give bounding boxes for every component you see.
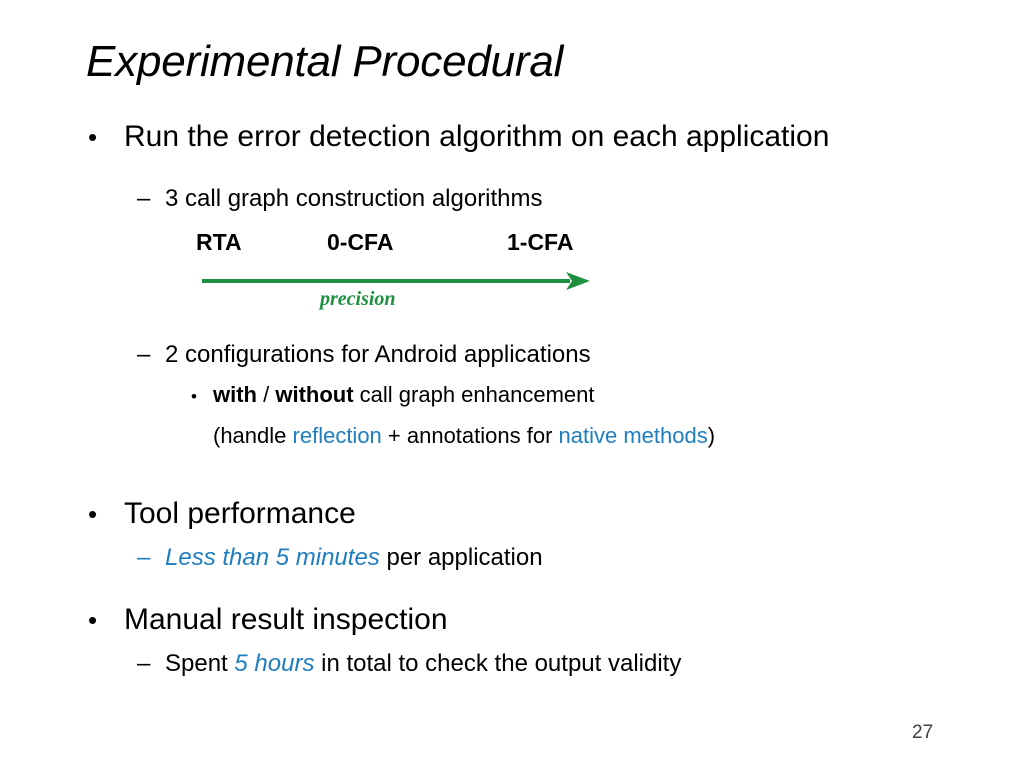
subbullet-three-call-graphs: – 3 call graph construction algorithms [137, 185, 543, 213]
subbullet-two-configurations: – 2 configurations for Android applicati… [137, 341, 591, 369]
config-note-reflection: reflection [292, 423, 382, 448]
bullet-marker-level1: • [88, 122, 98, 152]
bullet-manual-inspection: • Manual result inspection [88, 603, 448, 637]
inspection-highlight: 5 hours [234, 650, 315, 677]
inspection-prefix: Spent [165, 650, 235, 677]
bullet-marker-level3: • [191, 387, 197, 406]
bullet-tool-performance-label: Tool performance [124, 497, 356, 530]
bullet-marker-level2: – [137, 650, 151, 677]
bullet-marker-level2: – [137, 185, 151, 212]
bullet-manual-inspection-label: Manual result inspection [124, 603, 448, 636]
inspection-rest: in total to check the output validity [314, 650, 682, 677]
bullet-run-detection: • Run the error detection algorithm on e… [88, 120, 829, 154]
config-suffix: call graph enhancement [353, 382, 595, 407]
subbullet-less-than-5-minutes: – Less than 5 minutes per application [137, 544, 543, 572]
config-with: with [213, 382, 257, 407]
performance-rest: per application [379, 544, 543, 571]
bullet-tool-performance: • Tool performance [88, 497, 356, 531]
bullet-with-without-config: • with / without call graph enhancement [191, 382, 594, 408]
performance-highlight: Less than 5 minutes [165, 544, 380, 571]
subbullet-three-call-graphs-label: 3 call graph construction algorithms [165, 185, 543, 212]
config-note-middle: + annotations for [381, 423, 559, 448]
inspection-text: Spent 5 hours in total to check the outp… [165, 650, 681, 678]
algorithm-rta: RTA [196, 229, 242, 255]
bullet-run-detection-label: Run the error detection algorithm on eac… [124, 120, 830, 153]
config-note-prefix: (handle [213, 423, 293, 448]
bullet-marker-level2: – [137, 544, 151, 571]
precision-arrow-icon [202, 272, 590, 290]
precision-label: precision [320, 288, 396, 310]
subbullet-spent-5-hours: – Spent 5 hours in total to check the ou… [137, 650, 681, 678]
config-without: without [275, 382, 354, 407]
subbullet-two-configurations-label: 2 configurations for Android application… [165, 341, 591, 368]
algorithm-1-cfa: 1-CFA [507, 229, 574, 255]
config-note-native-methods: native methods [558, 423, 708, 448]
bullet-marker-level2: – [137, 341, 151, 368]
config-text: with / without call graph enhancement [213, 382, 594, 408]
page-title: Experimental Procedural [86, 37, 564, 86]
page-number: 27 [912, 722, 934, 743]
performance-text: Less than 5 minutes per application [165, 544, 543, 572]
precision-arrow-group: precision [200, 268, 592, 310]
algorithm-0-cfa: 0-CFA [327, 229, 394, 255]
config-separator: / [257, 382, 276, 407]
algorithm-list: RTA 0-CFA 1-CFA [196, 229, 616, 261]
config-note-suffix: ) [707, 423, 716, 448]
bullet-marker-level1: • [88, 605, 98, 635]
config-note-line: (handle reflection + annotations for nat… [213, 423, 715, 449]
bullet-marker-level1: • [88, 499, 98, 529]
